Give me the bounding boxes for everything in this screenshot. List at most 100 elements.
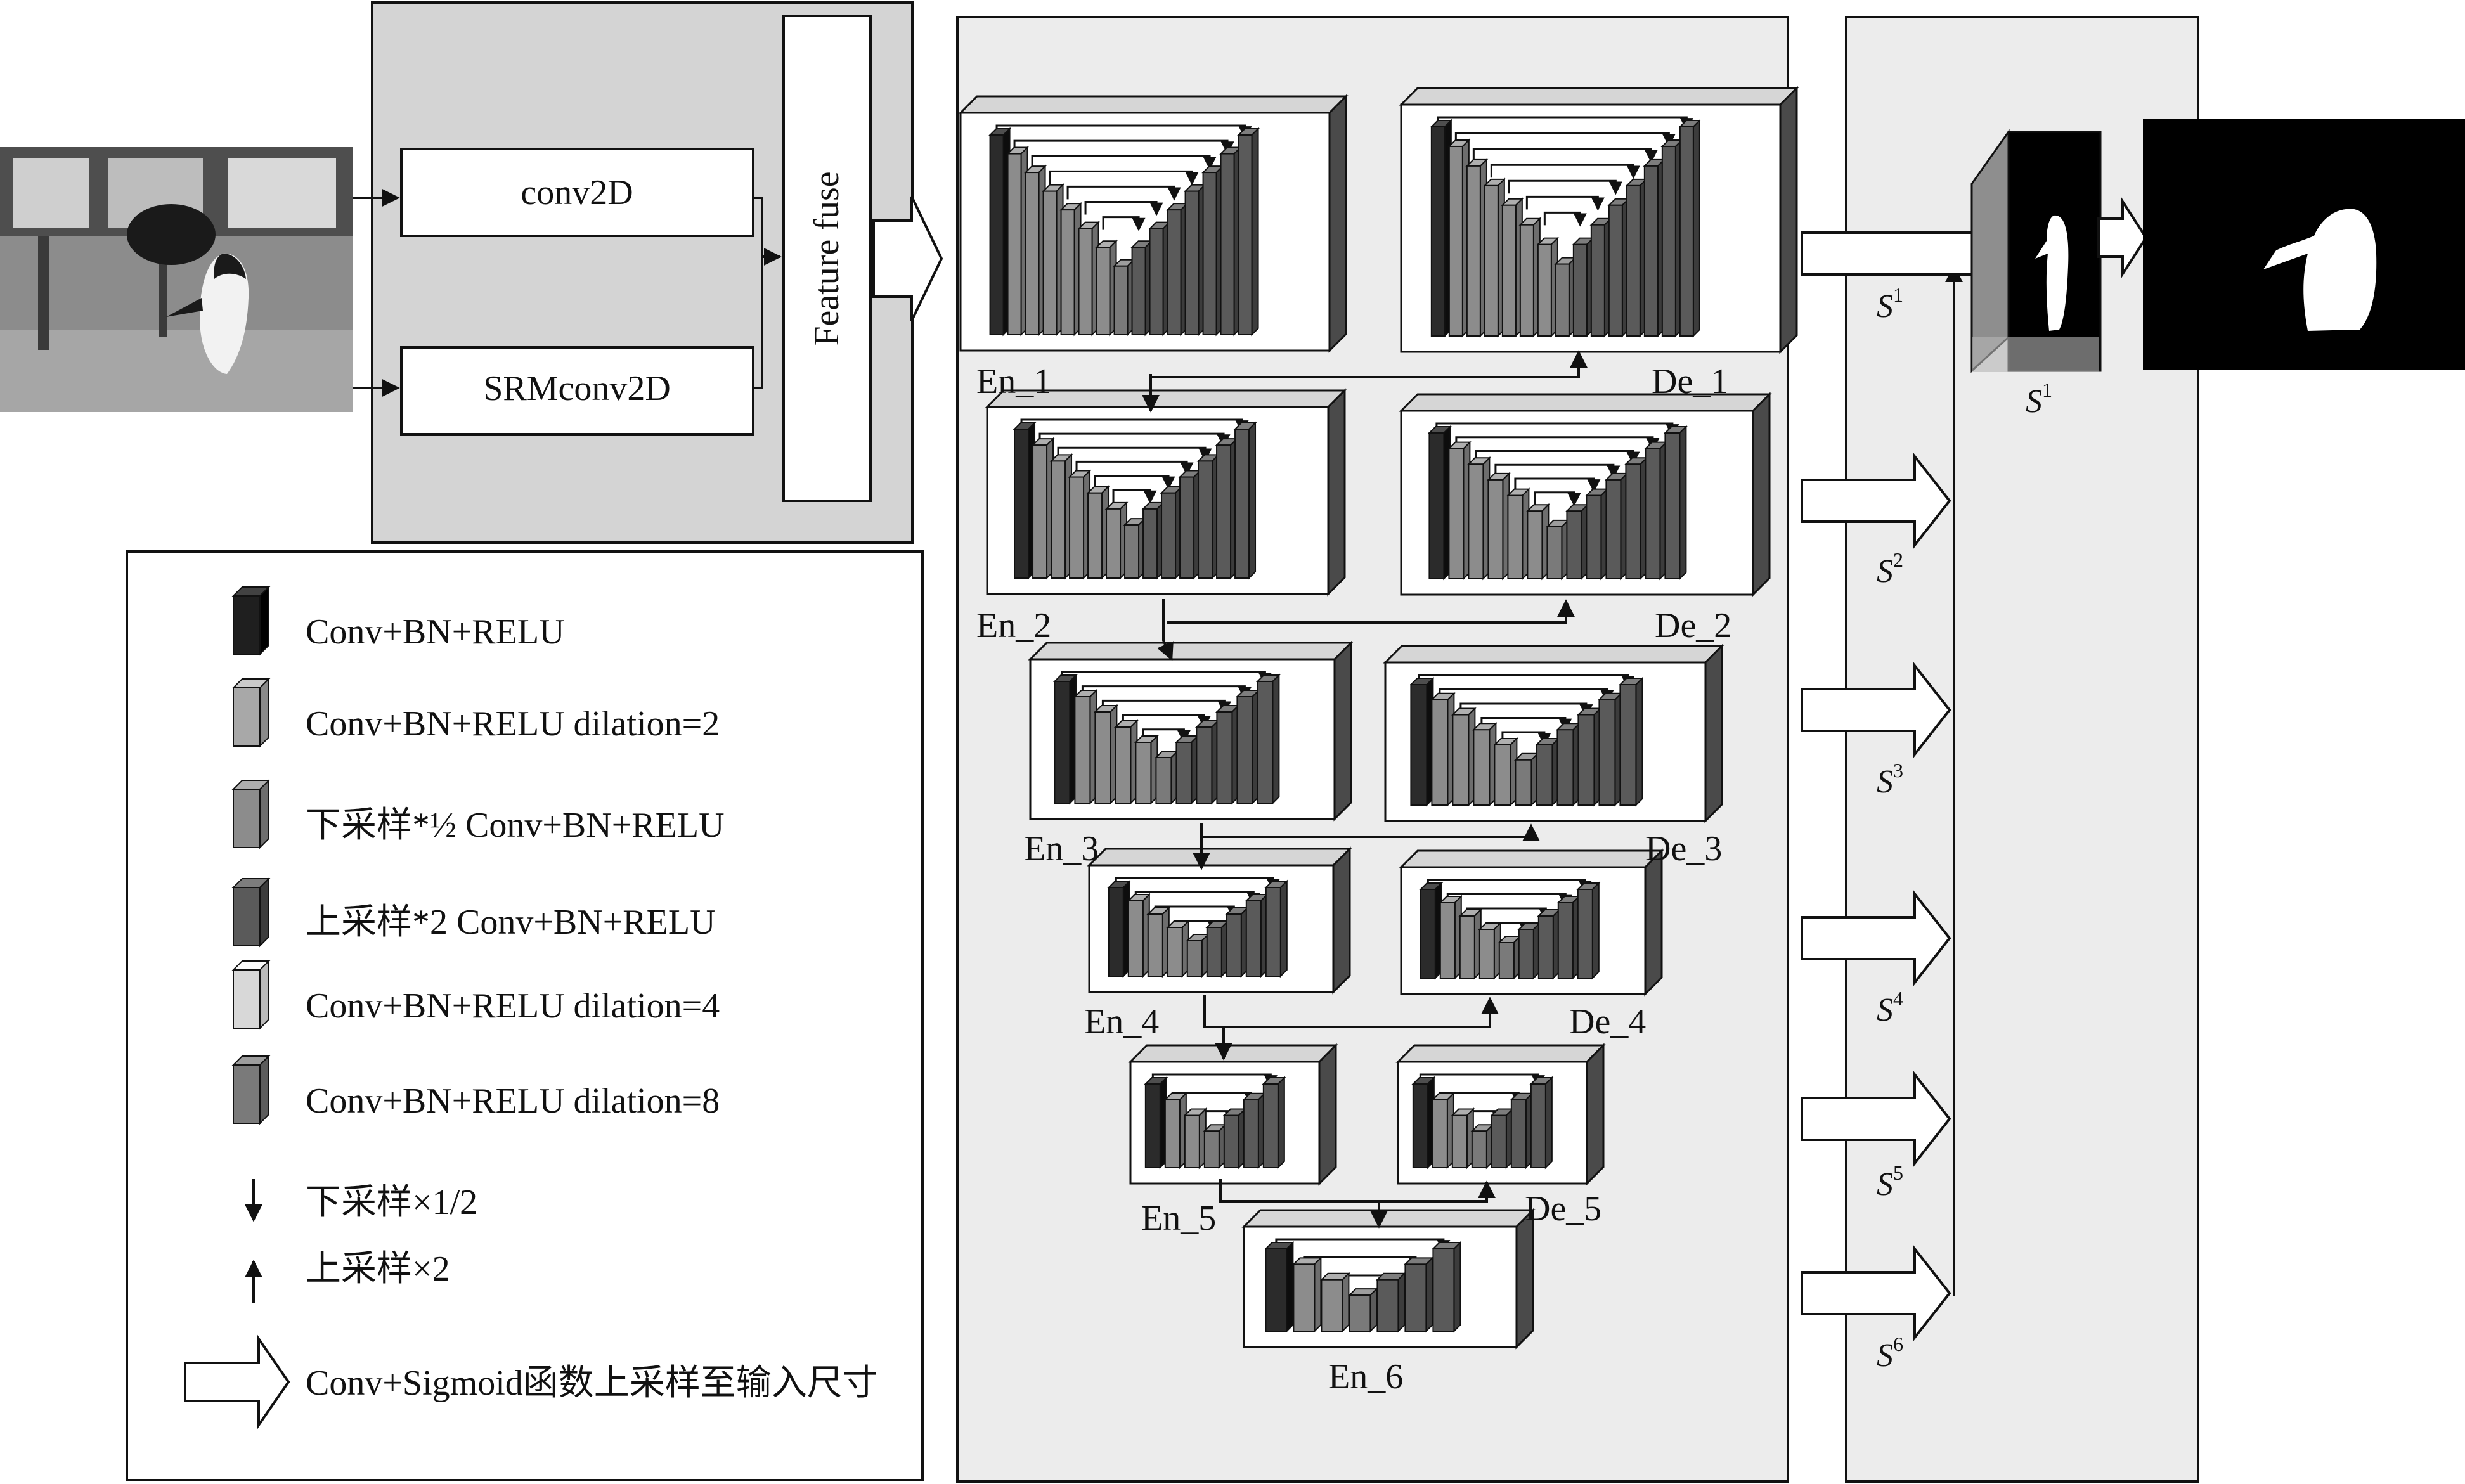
conv-layer — [1163, 1092, 1188, 1170]
conv-layer — [1501, 197, 1524, 338]
skip-connection — [1031, 155, 1217, 171]
skip-connection — [1049, 170, 1199, 186]
conv-layer — [1186, 932, 1210, 978]
conv-layer — [1518, 217, 1542, 338]
conv-layer — [1458, 908, 1483, 980]
rsu-block-de2 — [1399, 392, 1772, 597]
skip-connection — [1514, 477, 1601, 493]
conv-layer — [1130, 239, 1153, 337]
conv-layer — [1607, 197, 1631, 338]
legend-icon-3 — [231, 778, 271, 849]
conv-layer — [1478, 921, 1503, 980]
skip-connection — [1494, 463, 1621, 479]
conv-layer — [1225, 906, 1250, 978]
conv-layer — [1255, 673, 1281, 805]
conv-layer — [1144, 1076, 1168, 1170]
conv-layer — [1430, 119, 1453, 338]
conv-layer — [1439, 894, 1463, 980]
conv-layer — [1024, 164, 1047, 337]
conv-layer — [1537, 908, 1562, 980]
conv-layer — [1375, 1272, 1406, 1333]
srmconv2d-label: SRMconv2D — [483, 369, 671, 408]
conv-layer — [1194, 719, 1220, 805]
rsu-block-en6 — [1241, 1208, 1536, 1350]
skip-connection — [1084, 201, 1163, 216]
final-mask-image — [2143, 119, 2465, 370]
conv-layer — [1086, 485, 1110, 580]
conv-layer — [1584, 487, 1609, 581]
conv-layer — [1205, 919, 1230, 978]
conv-layer — [1529, 1076, 1554, 1170]
conv-layer — [1215, 704, 1240, 805]
conv-layer — [1006, 146, 1029, 337]
conv-layer — [1492, 737, 1518, 807]
legend-item-1: Conv+BN+RELU — [306, 612, 565, 652]
rsu-block-en4 — [1087, 846, 1352, 995]
fuse-merge-arrows — [753, 197, 780, 389]
side-label-s5: S5 — [1877, 1161, 1903, 1203]
skip-connection — [1112, 489, 1157, 504]
conv-layer — [1347, 1287, 1378, 1333]
conv-layer — [1201, 164, 1224, 337]
rsu-block-de5 — [1395, 1043, 1606, 1186]
rsu-blocks — [958, 86, 1799, 1350]
conv-layer — [1643, 441, 1668, 581]
legend-item-4: 上采样*2 Conv+BN+RELU — [306, 903, 716, 942]
legend-up-label: 上采样×2 — [306, 1249, 450, 1289]
conv-layer — [1430, 692, 1456, 807]
side-label-s4: S4 — [1877, 987, 1903, 1028]
conv-layer — [1660, 138, 1684, 338]
skip-connection — [1508, 179, 1622, 195]
side-output-arrow-6 — [1801, 1245, 1951, 1341]
conv-layer — [1264, 1241, 1295, 1333]
skip-connection — [1094, 475, 1175, 490]
conv-layer — [1183, 1107, 1208, 1170]
side-output-arrow-2 — [1801, 453, 1951, 549]
conv-layer — [1451, 1107, 1475, 1170]
conv-layer — [1237, 127, 1260, 337]
skip-connection — [1057, 446, 1212, 462]
side-output-arrow-4 — [1801, 890, 1951, 986]
conv-layer — [1419, 881, 1444, 980]
conv-layer — [1643, 158, 1666, 338]
fused-to-final-arrow — [2097, 197, 2148, 278]
conv-layer — [1431, 1241, 1462, 1333]
conv-layer — [1166, 202, 1189, 337]
conv-layer — [1472, 721, 1498, 807]
block-label-de1: De_1 — [1652, 362, 1728, 401]
conv-layer — [1545, 519, 1570, 581]
conv-layer — [1431, 1092, 1456, 1170]
legend-icon-4 — [231, 877, 271, 948]
legend-texts: Conv+BN+RELU Conv+BN+RELU dilation=2 下采样… — [306, 612, 878, 1403]
conv-layer — [1470, 1123, 1495, 1170]
legend-icon-1 — [231, 585, 271, 656]
skip-connection — [1102, 216, 1146, 231]
conv-layer — [1123, 517, 1147, 580]
conv-layer — [1447, 441, 1472, 581]
conv-layer — [1483, 177, 1506, 338]
conv-layer — [1049, 453, 1073, 580]
conv-layer — [1093, 704, 1118, 805]
conv-layer — [1555, 721, 1581, 807]
conv-layer — [1031, 437, 1055, 580]
block-label-en5: En_5 — [1141, 1199, 1216, 1238]
input-image — [0, 147, 353, 412]
skip-connection — [1543, 211, 1587, 227]
rsu-block-de3 — [1383, 643, 1724, 823]
legend-item-6: Conv+BN+RELU dilation=8 — [306, 1081, 720, 1121]
feature-fuse-box — [782, 15, 872, 502]
rsu-block-en1 — [958, 94, 1349, 353]
conv-layer — [1184, 183, 1207, 337]
conv-layer — [1447, 138, 1471, 338]
conv-layer — [1411, 1076, 1436, 1170]
conv-layer — [1235, 688, 1260, 805]
conv-layer — [1059, 202, 1082, 337]
block-label-en2: En_2 — [976, 606, 1051, 645]
legend-icon-5 — [231, 959, 271, 1030]
conv-layer — [1618, 676, 1644, 807]
fused-output-label: S1 — [2026, 378, 2052, 420]
block-label-de3: De_3 — [1645, 829, 1722, 868]
conv-layer — [1490, 1107, 1515, 1170]
